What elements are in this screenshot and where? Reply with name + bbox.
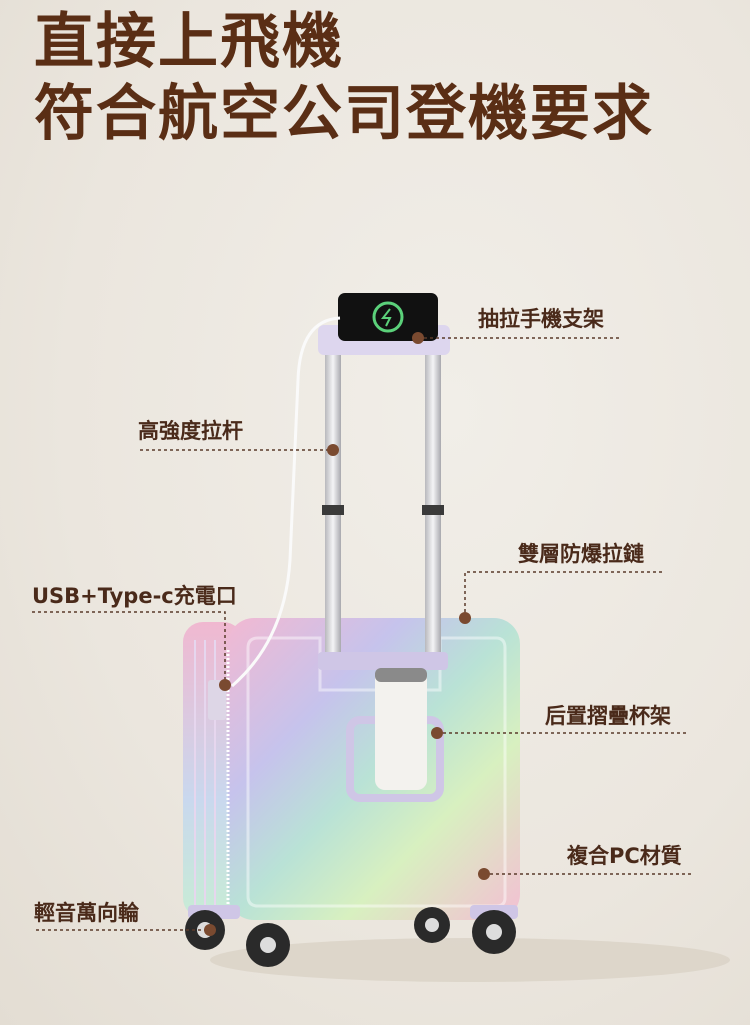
charging-cable [231, 316, 341, 688]
leader-lines [32, 337, 692, 931]
callout-handle: 高強度拉杆 [138, 419, 243, 443]
shadow [210, 938, 730, 982]
callout-phone-holder: 抽拉手機支架 [478, 307, 604, 331]
headline-line-2: 符合航空公司登機要求 [34, 79, 654, 149]
callout-charging-port: USB+Type-c充電口 [32, 584, 237, 608]
callout-wheels: 輕音萬向輪 [34, 901, 139, 925]
callout-dots [204, 332, 490, 936]
callout-zipper: 雙層防爆拉鏈 [518, 542, 644, 566]
headline-line-1: 直接上飛機 [34, 7, 344, 77]
cup [375, 668, 427, 790]
handle-pole-left [325, 340, 341, 660]
suitcase-body [228, 618, 520, 920]
callout-cup-holder: 后置摺疊杯架 [545, 704, 671, 728]
usb-port [208, 680, 226, 720]
handle-pole-right [425, 340, 441, 660]
callout-material: 複合PC材質 [567, 844, 682, 868]
